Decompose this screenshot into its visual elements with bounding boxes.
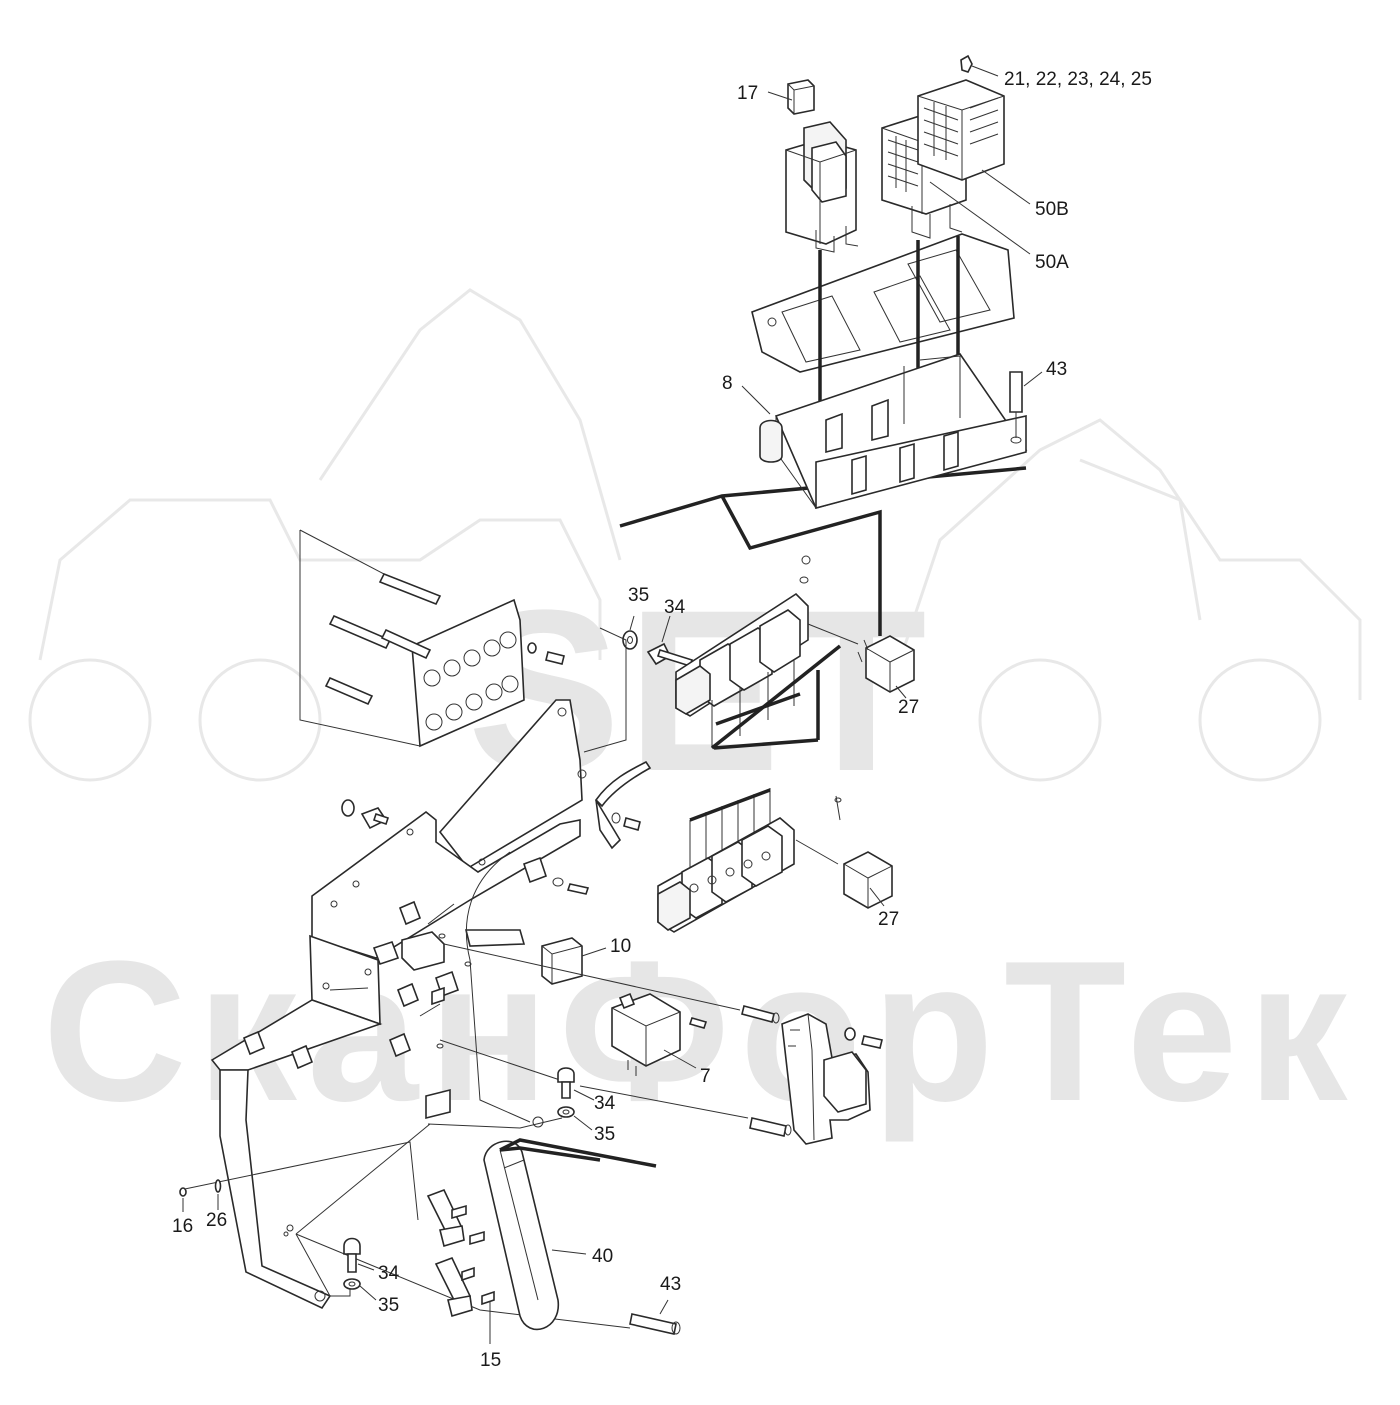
callout-43-bot: 43 [660, 1274, 681, 1295]
callout-27-top: 27 [898, 697, 919, 718]
part-8-base-box [759, 353, 1028, 510]
callout-labels: 21, 22, 23, 24, 25 17 50B 50A 8 43 35 34… [172, 69, 1152, 1371]
wire-bracket [427, 851, 563, 1129]
switch-panel [781, 1013, 883, 1145]
callout-35-mid: 35 [594, 1124, 615, 1145]
part-43-standoff-bottom [629, 1313, 681, 1335]
part-27-relay-mid [795, 795, 893, 909]
callout-10: 10 [610, 936, 631, 957]
part-7-flasher-unit [611, 992, 708, 1076]
watermark-machines-icon [28, 288, 1362, 782]
callout-34-bot: 34 [378, 1263, 400, 1284]
cover-plate [751, 233, 1015, 373]
standoff-bolts [299, 529, 442, 747]
part-27-relay-top [807, 623, 915, 693]
part-34-bolt-bottom [343, 1237, 361, 1273]
callout-leaders [182, 65, 1043, 1344]
assembly-lines [179, 943, 749, 1329]
cable-clamp [594, 760, 652, 850]
fuse-box-50b [917, 79, 1005, 181]
part-40-harness-cover [483, 1138, 657, 1331]
callout-26: 26 [206, 1210, 227, 1231]
callout-8: 8 [722, 373, 733, 394]
relay-block-lower [657, 817, 795, 933]
bolt-washer-left [341, 799, 390, 830]
callout-50b: 50B [1035, 199, 1069, 220]
spring-clips [242, 856, 590, 1070]
part-10-relay [541, 937, 583, 985]
callout-15: 15 [480, 1350, 501, 1371]
callout-21-25: 21, 22, 23, 24, 25 [1004, 69, 1152, 90]
callout-34-mid: 34 [594, 1093, 616, 1114]
callout-35-top: 35 [628, 585, 649, 606]
callout-7: 7 [700, 1066, 711, 1087]
callout-16: 16 [172, 1216, 193, 1237]
callout-43-top: 43 [1046, 359, 1067, 380]
part-43-standoff-top [1009, 371, 1023, 444]
part-34-bolt-top [646, 642, 694, 667]
relay-mount-plate [411, 598, 525, 748]
part-35-washer-bottom [343, 1278, 361, 1290]
part-26-washer [214, 1179, 222, 1193]
watermark: SET СканФорТек [28, 288, 1362, 1143]
connection-wires-lower [689, 670, 820, 880]
part-34-bolt-mid [557, 1067, 575, 1099]
relay-holder [785, 121, 859, 253]
callout-50a: 50A [1035, 252, 1069, 273]
part-35-washer-mid [557, 1106, 575, 1118]
main-frame [311, 810, 581, 959]
callout-27-mid: 27 [878, 909, 899, 930]
callout-40: 40 [592, 1246, 613, 1267]
screw-washer-small [527, 642, 565, 665]
relay-block-upper [675, 555, 842, 750]
callout-35-bot: 35 [378, 1295, 399, 1316]
small-connectors [372, 903, 472, 1120]
callout-34-top: 34 [664, 597, 686, 618]
part-15-brackets [426, 1188, 495, 1318]
standoffs-right [741, 1005, 792, 1137]
part-16-nut [179, 1187, 187, 1197]
callout-17: 17 [737, 83, 758, 104]
part-21-25-fuse [960, 54, 973, 73]
part-17-relay [787, 79, 815, 115]
